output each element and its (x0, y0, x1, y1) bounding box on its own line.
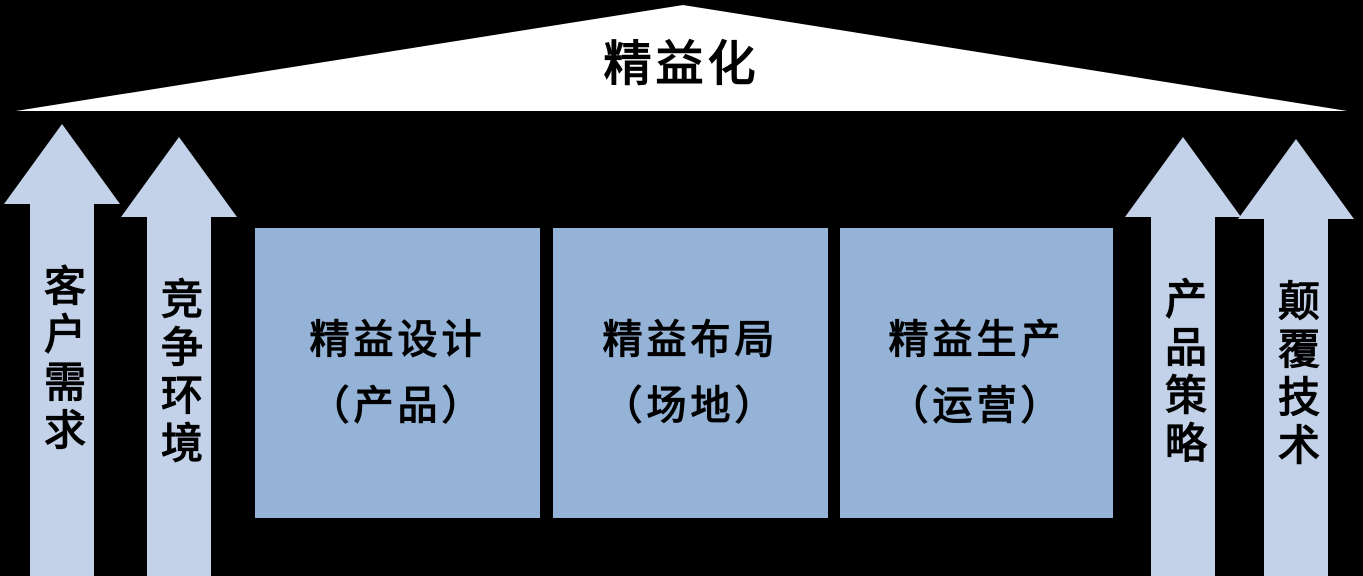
pillar-lean-layout: 精益布局 （场地） (553, 228, 828, 518)
arrow-label-product-strategy: 产品策略 (1159, 277, 1207, 469)
pillar-subtitle: （场地） (602, 384, 779, 428)
pillar-subtitle: （运营） (888, 384, 1065, 428)
arrow-up-icon (1238, 139, 1354, 219)
pillar-title: 精益设计 (309, 318, 486, 362)
arrow-customer-demand: 客户需求 (4, 124, 120, 576)
arrow-competitive-environment: 竞争环境 (121, 137, 237, 576)
arrow-shaft (30, 204, 94, 576)
pillar-subtitle: （产品） (309, 384, 486, 428)
arrow-up-icon (4, 124, 120, 204)
arrow-label-disruptive-technology: 颠覆技术 (1272, 279, 1320, 471)
diagram-title: 精益化 (603, 38, 760, 91)
arrow-shaft (1151, 217, 1215, 576)
arrow-shaft (1264, 219, 1328, 576)
arrow-shaft (147, 217, 211, 576)
arrow-up-icon (1125, 137, 1241, 217)
pillar-title: 精益生产 (888, 318, 1065, 362)
arrow-label-competitive-environment: 竞争环境 (155, 277, 203, 469)
arrow-product-strategy: 产品策略 (1125, 137, 1241, 576)
pillar-lean-design: 精益设计 （产品） (255, 228, 540, 518)
arrow-label-customer-demand: 客户需求 (38, 264, 86, 456)
arrow-up-icon (121, 137, 237, 217)
arrow-disruptive-technology: 颠覆技术 (1238, 139, 1354, 576)
pillar-lean-production: 精益生产 （运营） (840, 228, 1113, 518)
pillar-title: 精益布局 (602, 318, 779, 362)
roof-triangle (2, 2, 1361, 113)
